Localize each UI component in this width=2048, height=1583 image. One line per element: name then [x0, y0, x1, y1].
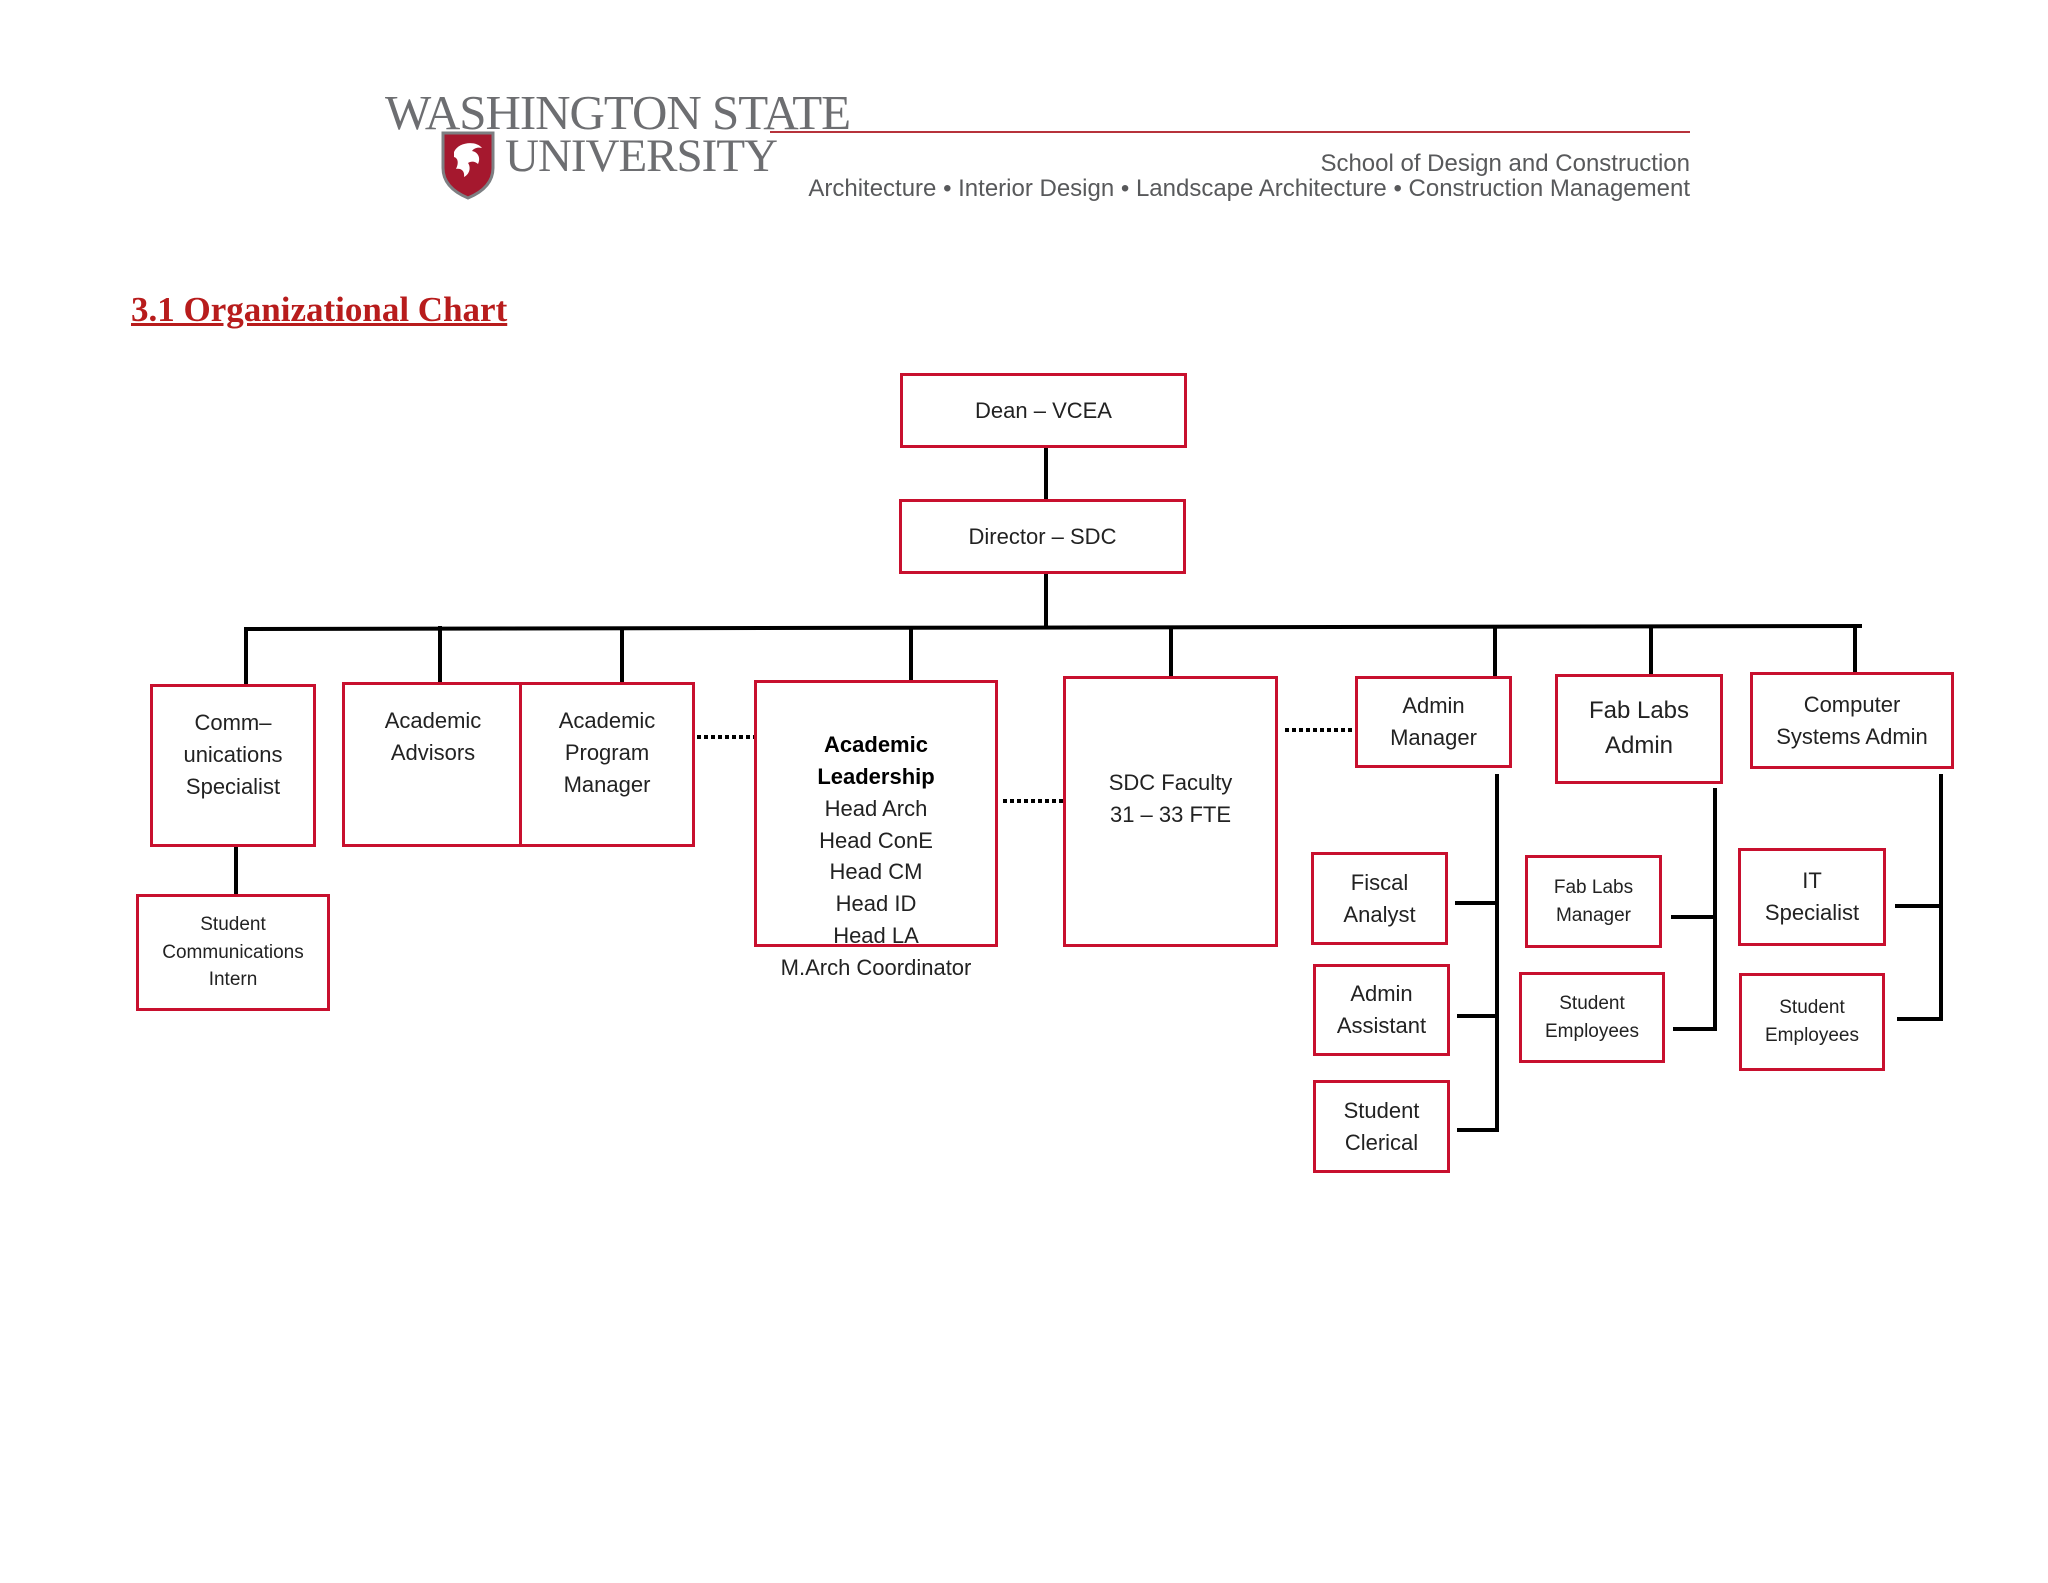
header-rule: [770, 131, 1690, 133]
node-admin-manager: Admin Manager: [1355, 676, 1512, 768]
node-computer-systems-admin: Computer Systems Admin: [1750, 672, 1954, 769]
section-title: 3.1 Organizational Chart: [131, 290, 508, 329]
node-academic-leadership-title: Academic Leadership: [817, 731, 935, 789]
node-it-specialist: IT Specialist: [1738, 848, 1886, 946]
node-fiscal-analyst-label: Fiscal Analyst: [1343, 869, 1416, 927]
node-student-communications-intern: Student Communications Intern: [136, 894, 330, 1011]
node-academic-program-manager-label: Academic Program Manager: [558, 708, 656, 797]
node-dean-label: Dean – VCEA: [975, 397, 1112, 423]
program-list: Architecture • Interior Design • Landsca…: [808, 175, 1690, 202]
node-fab-labs-student-employees-label: Student Employees: [1545, 992, 1639, 1042]
connector-main-bus: [243, 624, 1863, 631]
node-communications-specialist-label: Comm– unications Specialist: [183, 710, 283, 799]
node-director-label: Director – SDC: [968, 523, 1117, 549]
node-fab-labs-admin: Fab Labs Admin: [1555, 674, 1723, 784]
node-fab-labs-admin-label: Fab Labs Admin: [1588, 697, 1690, 759]
node-fab-labs-manager-label: Fab Labs Manager: [1553, 876, 1634, 926]
node-academic-advisors: Academic Advisors: [342, 682, 524, 847]
node-it-specialist-label: IT Specialist: [1764, 868, 1860, 925]
node-student-communications-intern-label: Student Communications Intern: [162, 914, 304, 991]
node-academic-program-manager: Academic Program Manager: [519, 682, 695, 847]
node-fiscal-analyst: Fiscal Analyst: [1311, 852, 1448, 945]
node-fab-labs-student-employees: Student Employees: [1519, 972, 1665, 1063]
node-computer-systems-student-employees-label: Student Employees: [1765, 997, 1859, 1046]
node-sdc-faculty: SDC Faculty 31 – 33 FTE: [1063, 676, 1278, 947]
node-academic-leadership-members: Head Arch Head ConE Head CM Head ID Head…: [780, 795, 972, 981]
node-computer-systems-admin-label: Computer Systems Admin: [1776, 691, 1928, 749]
node-student-clerical-label: Student Clerical: [1343, 1097, 1420, 1155]
node-admin-assistant-label: Admin Assistant: [1336, 981, 1427, 1038]
wsu-logo: WASHINGTON STATE UNIVERSITY: [385, 88, 851, 203]
node-admin-manager-label: Admin Manager: [1390, 693, 1477, 750]
university-name-line1: WASHINGTON STATE: [385, 85, 851, 140]
node-communications-specialist: Comm– unications Specialist: [150, 684, 316, 847]
node-computer-systems-student-employees: Student Employees: [1739, 973, 1885, 1071]
node-director: Director – SDC: [899, 499, 1186, 574]
school-name: School of Design and Construction: [1320, 150, 1690, 177]
university-name-line2: UNIVERSITY: [505, 130, 778, 182]
cougar-shield-icon: [441, 131, 495, 200]
node-sdc-faculty-label: SDC Faculty 31 – 33 FTE: [1108, 769, 1233, 827]
node-academic-advisors-label: Academic Advisors: [384, 708, 482, 765]
node-admin-assistant: Admin Assistant: [1313, 964, 1450, 1056]
node-dean: Dean – VCEA: [900, 373, 1187, 448]
node-fab-labs-manager: Fab Labs Manager: [1525, 855, 1662, 948]
node-student-clerical: Student Clerical: [1313, 1080, 1450, 1173]
